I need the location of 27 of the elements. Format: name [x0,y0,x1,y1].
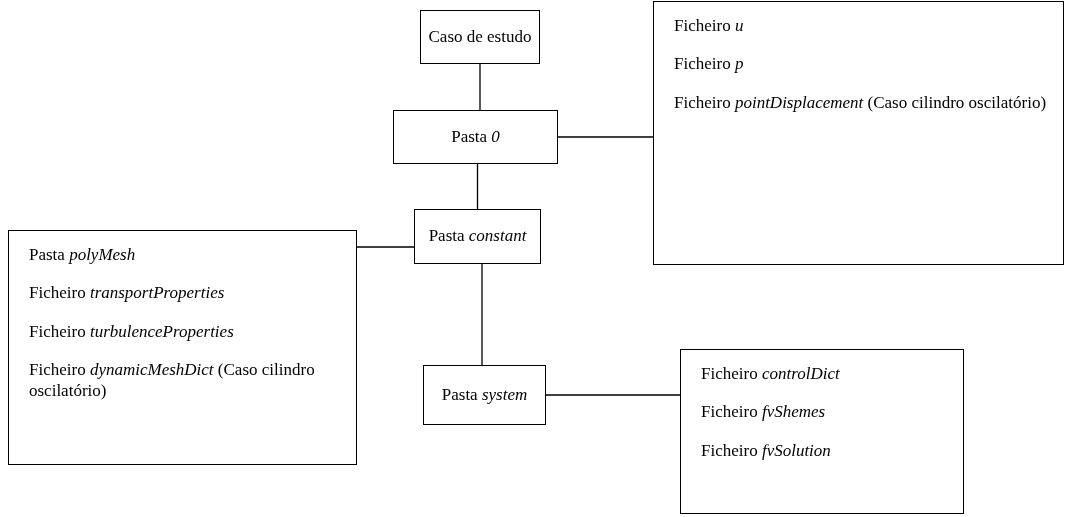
folder-box [420,10,540,64]
list-item: Ficheiro fvSolution [701,440,831,462]
folder-box [393,110,558,164]
list-item: Pasta polyMesh [29,245,136,266]
connector-line [356,246,415,248]
file-list-box [653,1,1064,265]
list-item: Ficheiro transportProperties [29,283,225,304]
connector-line [557,136,654,138]
connector-line [545,394,681,396]
list-item: Ficheiro p [674,54,744,75]
list-item: Ficheiro pointDisplacement (Caso cilindro oscilatório) [674,92,1047,114]
list-item: Ficheiro turbulenceProperties [29,321,234,343]
node-label: Pasta 0 [451,126,500,148]
node-label: Pasta system [441,384,528,406]
list-item: Ficheiro u [674,16,744,37]
list-item: Ficheiro controlDict [701,364,840,385]
connector-line [479,63,481,111]
list-item: Ficheiro dynamicMeshDict (Caso cilindro oscilatório) [29,360,316,401]
node-label: Caso de estudo [428,26,532,48]
list-item: Ficheiro fvShemes [701,402,826,423]
connector-line [476,163,479,210]
folder-box [423,365,546,425]
folder-box [414,209,541,264]
connector-line [481,263,483,366]
file-list-box [8,230,357,465]
node-label: Pasta constant [428,226,527,247]
file-list-box [680,349,964,514]
